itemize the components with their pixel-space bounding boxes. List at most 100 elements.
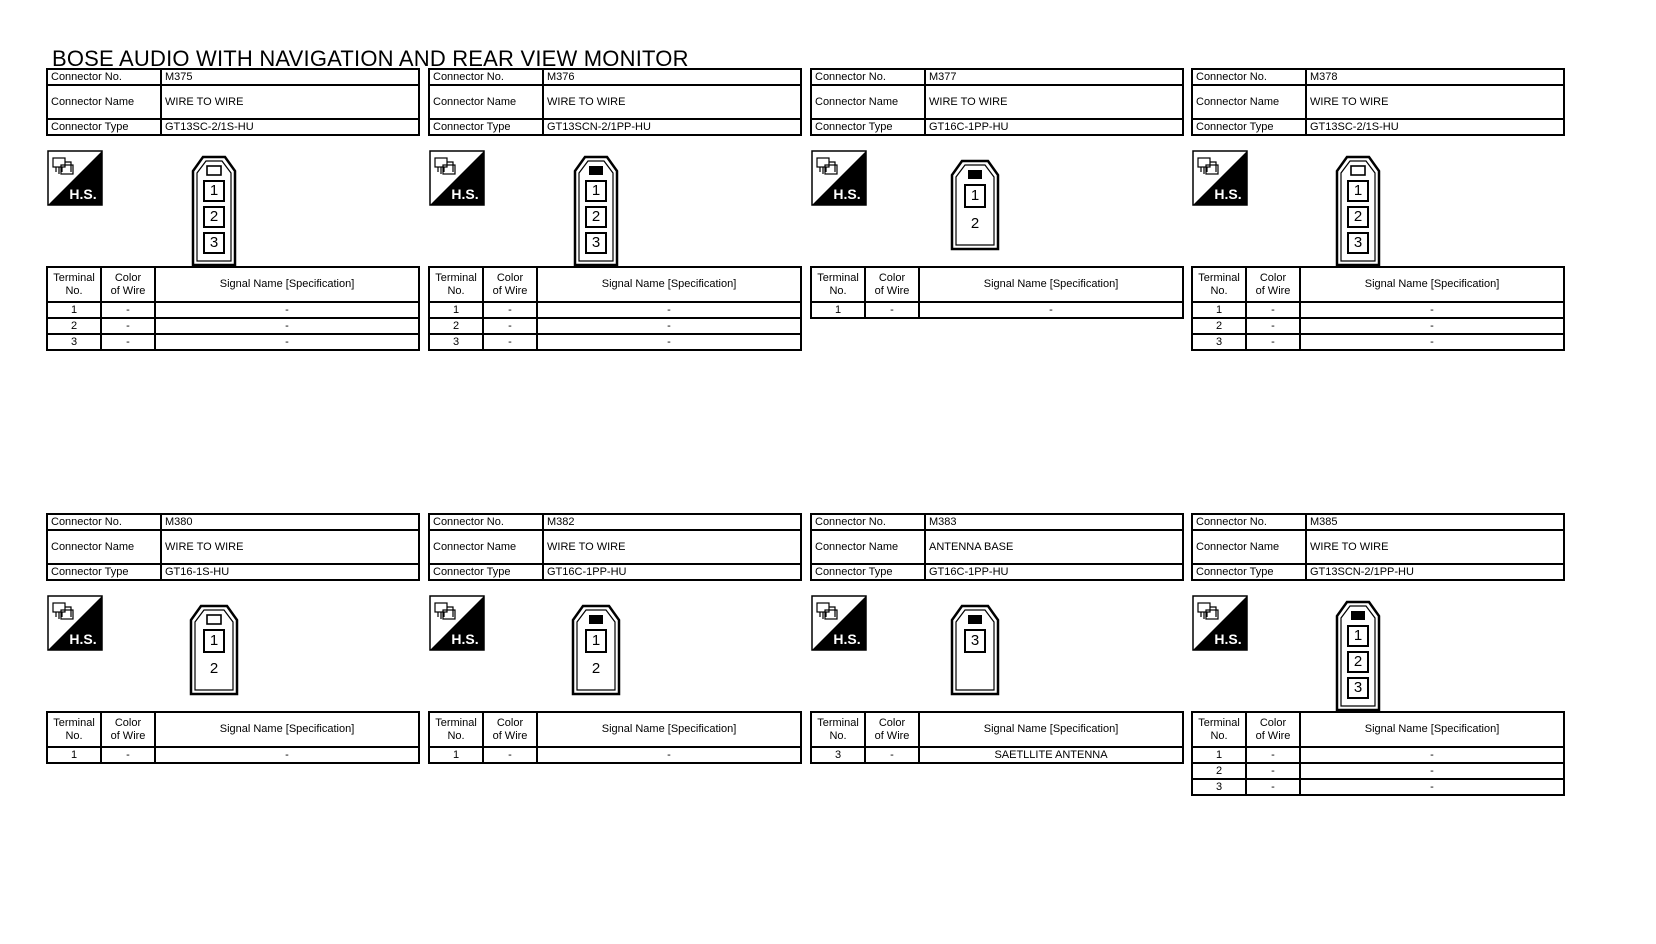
connector-name-value: WIRE TO WIRE — [542, 529, 802, 565]
wire-color-cell: - — [482, 301, 538, 319]
hs-label: H.S. — [69, 186, 96, 202]
terminal-no-cell: 2 — [46, 317, 102, 335]
cavity-number: 3 — [210, 234, 218, 251]
connector-number-label: Connector No. — [1191, 513, 1307, 531]
hs-label: H.S. — [451, 186, 478, 202]
cavity-number: 3 — [1354, 234, 1362, 251]
table-row: 3-SAETLLITE ANTENNA — [810, 746, 1184, 764]
hs-label: H.S. — [833, 186, 860, 202]
table-row: 1-- — [46, 746, 420, 764]
harness-side-icon: H.S. — [811, 595, 867, 651]
terminal-no-cell: 1 — [46, 746, 102, 764]
cavity-number: 1 — [1354, 182, 1362, 199]
terminal-no-cell: 1 — [1191, 301, 1247, 319]
wire-color-cell: - — [1245, 746, 1301, 764]
connector-type-label: Connector Type — [1191, 563, 1307, 581]
hs-label: H.S. — [451, 631, 478, 647]
cavity-number: 1 — [1354, 627, 1362, 644]
wire-color-cell: - — [1245, 301, 1301, 319]
cavity-number: 1 — [210, 182, 218, 199]
connector-number-value: M376 — [542, 68, 802, 86]
connector-name-value: WIRE TO WIRE — [1305, 529, 1565, 565]
signal-name-header: Signal Name [Specification] — [536, 711, 802, 748]
connector-number-value: M385 — [1305, 513, 1565, 531]
page-title: BOSE AUDIO WITH NAVIGATION AND REAR VIEW… — [52, 46, 689, 71]
table-row: 2-- — [1191, 762, 1565, 780]
table-row: 1-- — [1191, 301, 1565, 319]
connector-name-label: Connector Name — [810, 84, 926, 120]
cavity-number: 2 — [210, 660, 218, 677]
signal-name-cell: - — [1299, 317, 1565, 335]
cavity-number: 1 — [971, 187, 979, 204]
connector-name-label: Connector Name — [46, 529, 162, 565]
connector-name-value: WIRE TO WIRE — [160, 84, 420, 120]
wire-color-cell: - — [100, 746, 156, 764]
cavity-number: 2 — [210, 208, 218, 225]
connector-name-value: WIRE TO WIRE — [542, 84, 802, 120]
wire-color-cell: - — [1245, 317, 1301, 335]
signal-name-cell: - — [154, 301, 420, 319]
connector-type-label: Connector Type — [1191, 118, 1307, 136]
connector-type-value: GT16C-1PP-HU — [542, 563, 802, 581]
connector-number-value: M380 — [160, 513, 420, 531]
table-row: 2-- — [1191, 317, 1565, 335]
cavity-number: 2 — [592, 208, 600, 225]
signal-name-header: Signal Name [Specification] — [918, 711, 1184, 748]
wire-color-cell: - — [1245, 333, 1301, 351]
connector-number-value: M377 — [924, 68, 1184, 86]
signal-name-cell: - — [1299, 778, 1565, 796]
connector-type-value: GT13SC-2/1S-HU — [1305, 118, 1565, 136]
connector-name-value: ANTENNA BASE — [924, 529, 1184, 565]
wire-color-cell: - — [482, 333, 538, 351]
cavity-number: 3 — [592, 234, 600, 251]
connector-name-label: Connector Name — [428, 529, 544, 565]
connector-name-label: Connector Name — [1191, 529, 1307, 565]
connector-type-value: GT13SC-2/1S-HU — [160, 118, 420, 136]
signal-name-cell: - — [154, 317, 420, 335]
connector-name-label: Connector Name — [46, 84, 162, 120]
signal-name-cell: - — [918, 301, 1184, 319]
connector-number-value: M378 — [1305, 68, 1565, 86]
connector-number-value: M382 — [542, 513, 802, 531]
table-row: 1-- — [428, 746, 802, 764]
connector-face-diagram: 123 — [1335, 600, 1381, 712]
signal-name-cell: - — [1299, 333, 1565, 351]
connector-name-label: Connector Name — [810, 529, 926, 565]
wire-color-cell: - — [1245, 778, 1301, 796]
hs-label: H.S. — [69, 631, 96, 647]
table-row: 3-- — [428, 333, 802, 351]
signal-name-cell: - — [1299, 746, 1565, 764]
connector-number-label: Connector No. — [810, 513, 926, 531]
connector-type-label: Connector Type — [428, 118, 544, 136]
terminal-no-cell: 1 — [1191, 746, 1247, 764]
harness-side-icon: H.S. — [47, 595, 103, 651]
signal-name-header: Signal Name [Specification] — [536, 266, 802, 303]
connector-face-diagram: 1 2 3 — [191, 155, 237, 267]
connector-type-label: Connector Type — [46, 118, 162, 136]
cavity-number: 3 — [1354, 679, 1362, 696]
connector-face-diagram: 123 — [1335, 155, 1381, 267]
terminal-no-cell: 2 — [1191, 317, 1247, 335]
signal-name-cell: - — [536, 333, 802, 351]
table-row: 1-- — [46, 301, 420, 319]
harness-side-icon: H.S. — [811, 150, 867, 206]
cavity-number: 3 — [971, 632, 979, 649]
terminal-no-cell: 3 — [810, 746, 866, 764]
connector-name-value: WIRE TO WIRE — [924, 84, 1184, 120]
harness-side-icon: H.S. — [1192, 595, 1248, 651]
connector-type-label: Connector Type — [810, 563, 926, 581]
